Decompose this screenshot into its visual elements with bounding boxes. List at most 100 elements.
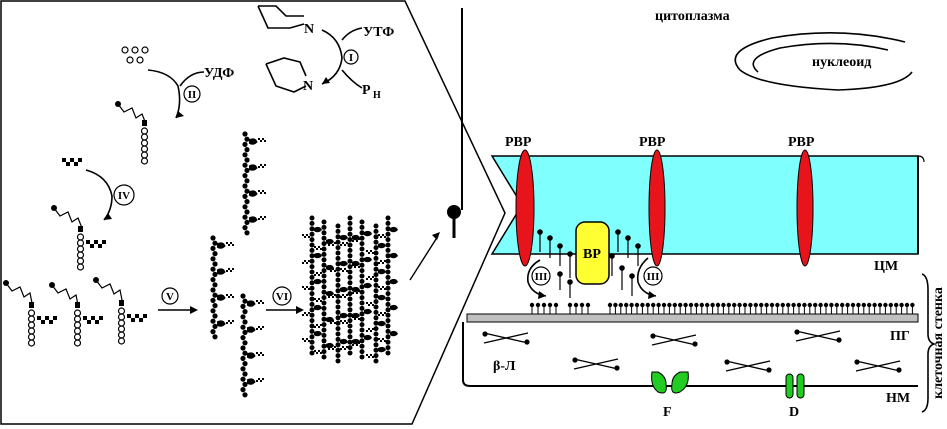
step-i-curved-arrow (321, 29, 343, 85)
pg-stub-head (710, 302, 715, 308)
mesh-unit (359, 235, 365, 241)
mesh-unit (373, 261, 379, 267)
mesh-bridge (340, 320, 348, 324)
pg-stub-head (867, 302, 872, 308)
peptide-stub (216, 320, 226, 327)
mesh-unit (359, 284, 365, 290)
mesh-unit (373, 250, 379, 256)
glycan-unit (210, 245, 216, 251)
pg-stub-head (764, 302, 769, 308)
mesh-unit (335, 272, 341, 278)
lipid-precursor (115, 101, 149, 165)
mesh-unit (321, 246, 327, 252)
mesh-unit (359, 300, 365, 306)
beta-lactamase-end (482, 331, 488, 337)
beta-lactamase (854, 359, 902, 373)
beta-lactamase-end (692, 341, 698, 347)
ring-top-2 (257, 5, 305, 29)
left-panel-frame (0, 0, 506, 425)
step-iii-right-circle (643, 266, 663, 286)
mesh-peptide (314, 304, 322, 311)
mesh-unit (309, 274, 315, 280)
mesh-unit (335, 347, 341, 353)
glycan-unit (212, 271, 218, 277)
mesh-strand (340, 215, 360, 356)
step-iii-left-circle (531, 266, 551, 286)
carrier-head (557, 271, 563, 277)
glycan-unit (242, 392, 248, 398)
mesh-bridge (302, 338, 310, 342)
pg-stub-head (856, 302, 861, 308)
glycan-unit (210, 256, 216, 262)
mesh-bridge (302, 260, 310, 264)
udp-branch (179, 71, 205, 87)
mesh-unit (309, 231, 315, 237)
peptide-chain (140, 127, 149, 165)
glycan-unit (240, 345, 246, 351)
pg-stub-head (547, 302, 553, 308)
step-iii-right-arrowhead (648, 291, 656, 299)
beta-lactamase (572, 357, 620, 371)
peptide-stub (216, 242, 226, 249)
beta-lactamase (482, 331, 530, 345)
mesh-unit (335, 234, 341, 240)
step-v-arrowhead (190, 306, 198, 314)
pg-stub-head (624, 302, 629, 308)
mesh-unit (321, 316, 327, 322)
glycan-unit (210, 318, 216, 324)
mesh-unit (359, 219, 365, 225)
bridge-stub (226, 294, 234, 298)
mesh-unit (359, 316, 365, 322)
step-vi-arrowhead (296, 306, 304, 314)
mesh-unit (359, 278, 365, 284)
glycan-unit (242, 131, 248, 137)
mesh-unit (359, 230, 365, 236)
mesh-unit (335, 261, 341, 267)
step-iii-left-arrowhead (538, 291, 546, 299)
mesh-bridge (366, 302, 374, 306)
step-ii-curved-arrow (147, 69, 181, 119)
mesh-unit (373, 277, 379, 283)
bridge-stub (226, 242, 234, 246)
mesh-unit (335, 304, 341, 310)
pg-stub-head (748, 302, 753, 308)
lipid-carriers (537, 229, 641, 298)
mesh-bridge (352, 238, 360, 242)
mesh-bridge (328, 268, 336, 272)
mesh-bridge (378, 338, 386, 342)
pg-stub-head (894, 302, 899, 308)
pg-stub-head (661, 302, 667, 308)
mesh-unit (359, 295, 365, 301)
crosslinked-peptidoglycan-mesh (302, 215, 398, 364)
pg-stub-head (845, 302, 850, 308)
pg-stub-head (883, 302, 888, 308)
utp-label: УТФ (363, 25, 394, 40)
mesh-unit (347, 247, 353, 253)
mesh-unit (359, 322, 365, 328)
cytoplasm-label: цитоплазма (655, 9, 730, 24)
mesh-unit (385, 307, 391, 313)
outer-membrane (462, 322, 918, 387)
pg-stub-head (904, 302, 910, 308)
mesh-unit (347, 291, 353, 297)
pg-stub-head (786, 302, 791, 308)
glycan-unit (240, 376, 246, 382)
mesh-unit (373, 255, 379, 261)
glycan-unit (242, 204, 248, 210)
step-iv-group: IV (62, 158, 135, 221)
pg-stub-head (807, 302, 812, 308)
beta-lactamase-x (651, 334, 697, 346)
pbp-label-1: PBP (505, 135, 532, 150)
pg-stub-head (629, 302, 634, 308)
beta-lactamase-end (794, 329, 800, 335)
mesh-unit (321, 219, 327, 225)
mesh-unit (347, 220, 353, 226)
glycan-strand (240, 293, 264, 398)
carrier-head (547, 235, 553, 241)
glycan-unit (212, 240, 218, 246)
nucleoid-label: нуклеоид (812, 55, 871, 70)
mesh-unit (373, 272, 379, 278)
mesh-unit (335, 320, 341, 326)
glycan-strand (210, 235, 234, 340)
mesh-peptide (364, 230, 372, 237)
